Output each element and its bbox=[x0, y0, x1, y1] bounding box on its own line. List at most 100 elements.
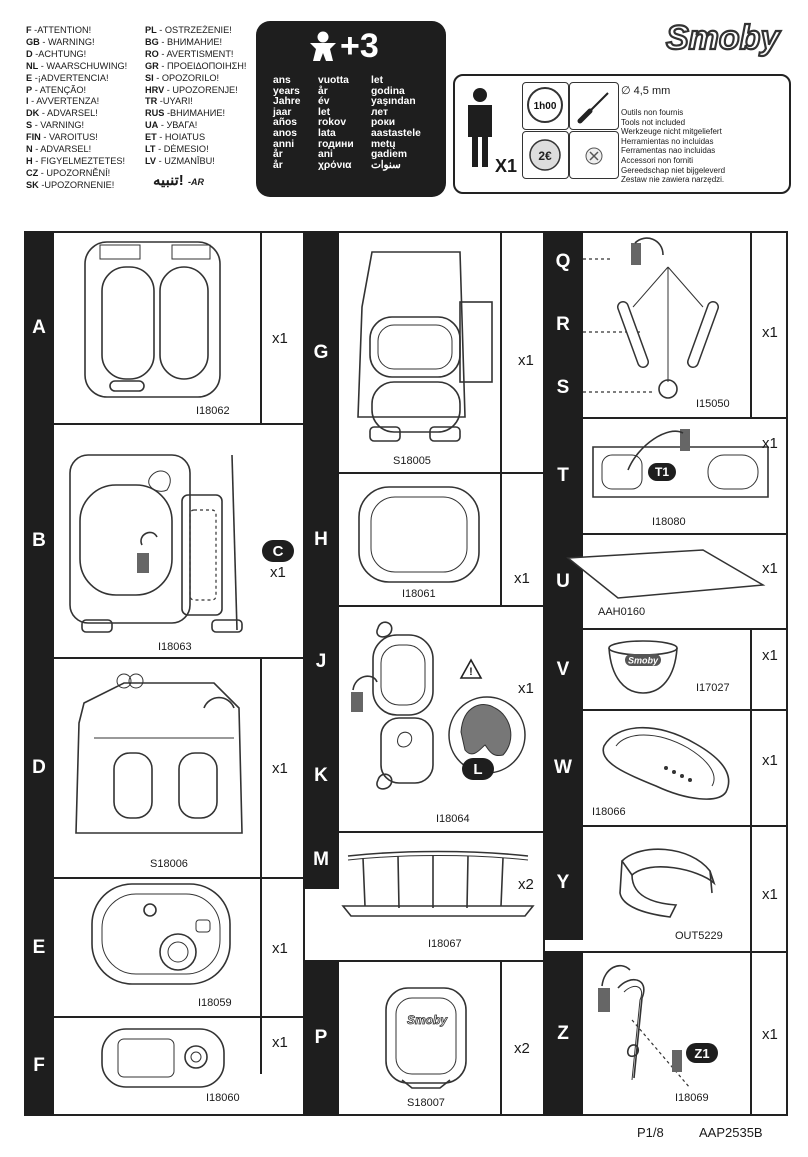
qty-divider-w bbox=[750, 709, 752, 827]
age-word: роки bbox=[371, 117, 396, 129]
qty-divider-p bbox=[500, 960, 502, 1116]
screw-panel bbox=[569, 131, 619, 179]
coin-icon: 2€ bbox=[529, 139, 561, 171]
part-letter-s: S bbox=[556, 376, 570, 398]
warning-list-left: F -ATTENTION!GB - WARNING!D -ACHTUNG!NL … bbox=[26, 25, 127, 192]
part-qty-p: x2 bbox=[514, 1040, 530, 1057]
qty-divider-v bbox=[750, 628, 752, 711]
part-z-drawing bbox=[598, 964, 691, 1089]
warning-code: P bbox=[26, 84, 33, 95]
warning-code: SI bbox=[145, 72, 154, 83]
tools-note: Zestaw nie zawiera narzędzi. bbox=[621, 175, 725, 185]
coin-panel: 2€ bbox=[522, 131, 569, 179]
part-letter-z: Z bbox=[543, 951, 583, 1116]
part-letter-y: Y bbox=[543, 825, 583, 940]
warning-code: D bbox=[26, 48, 33, 59]
part-code-w: I18066 bbox=[592, 806, 626, 818]
qty-divider-h bbox=[500, 472, 502, 607]
part-cell-qrs bbox=[543, 231, 788, 419]
qty-divider-a bbox=[260, 231, 262, 425]
part-qty-w: x1 bbox=[762, 752, 778, 769]
warning-code: FIN bbox=[26, 132, 41, 143]
person-count: X1 bbox=[495, 156, 518, 176]
warning-arabic-text: تنبيه! bbox=[153, 172, 184, 189]
badge-l: L bbox=[462, 758, 494, 780]
part-cell-p bbox=[303, 960, 545, 1116]
warning-item: I - AVVERTENZA! bbox=[26, 96, 127, 108]
part-code-b: I18063 bbox=[158, 641, 192, 653]
part-letter-p: P bbox=[303, 960, 339, 1116]
warning-code: E bbox=[26, 72, 33, 83]
tools-note: Werkzeuge nicht mitgeliefert bbox=[621, 127, 722, 137]
clock-time: 1h00 bbox=[534, 101, 557, 112]
age-word: años bbox=[273, 117, 298, 129]
age-word: år bbox=[273, 149, 283, 161]
age-word: лет bbox=[371, 106, 389, 118]
warning-code: RUS bbox=[145, 108, 165, 119]
warning-code: S bbox=[26, 120, 33, 131]
age-word: ans bbox=[273, 75, 291, 86]
warning-item: P - ATENÇÃO! bbox=[26, 85, 127, 97]
age-word: vuotta bbox=[318, 75, 349, 86]
warning-code: GB bbox=[26, 36, 40, 47]
warning-item: RUS -ВНИМАНИЕ! bbox=[145, 108, 246, 120]
part-letter-j: J bbox=[315, 651, 327, 672]
age-word: anni bbox=[273, 138, 295, 150]
part-letter-f: F bbox=[24, 1016, 54, 1116]
screw-size: ∅ 4,5 mm bbox=[621, 85, 671, 97]
warning-text: -ACHTUNG! bbox=[32, 48, 87, 59]
age-word: χρόνια bbox=[318, 159, 352, 171]
part-qty-qrs: x1 bbox=[762, 324, 778, 341]
age-label: +3 bbox=[340, 27, 379, 65]
warning-code: CZ bbox=[26, 167, 39, 178]
warning-text: - ATENÇÃO! bbox=[32, 84, 87, 95]
warning-list-right: PL - OSTRZEŻENIE!BG - ВНИМАНИЕ!RO - AVER… bbox=[145, 25, 246, 168]
warning-item: RO - AVERTISMENT! bbox=[145, 49, 246, 61]
age-word: سنوات bbox=[371, 159, 401, 171]
part-h-drawing bbox=[358, 486, 480, 583]
part-code-a: I18062 bbox=[196, 405, 230, 417]
child-icon bbox=[310, 31, 336, 61]
warning-text: -¡ADVERTENCIA! bbox=[32, 72, 109, 83]
part-letter-r: R bbox=[556, 313, 570, 335]
warning-code: N bbox=[26, 144, 33, 155]
warning-text: - AVERTISMENT! bbox=[158, 48, 234, 59]
part-a-drawing bbox=[84, 241, 221, 398]
warning-code: ET bbox=[145, 132, 157, 143]
warning-text: - DĖMESIO! bbox=[155, 144, 209, 155]
part-code-y: OUT5229 bbox=[675, 930, 723, 942]
part-m-drawing bbox=[341, 850, 535, 917]
part-letters-jk: J K bbox=[303, 605, 339, 833]
person-icon bbox=[468, 88, 492, 167]
part-cell-g bbox=[303, 231, 545, 474]
warning-text: - ADVARSEL! bbox=[32, 144, 92, 155]
warning-code: GR bbox=[145, 60, 159, 71]
document-reference: AAP2535B bbox=[699, 1125, 763, 1140]
age-word: lata bbox=[318, 127, 336, 139]
warning-text: - WAARSCHUWING! bbox=[38, 60, 128, 71]
warning-item: E -¡ADVERTENCIA! bbox=[26, 73, 127, 85]
part-p-logo: Smoby bbox=[407, 1013, 448, 1027]
qty-divider-g bbox=[500, 231, 502, 474]
part-cell-e bbox=[24, 877, 305, 1018]
part-code-v: I17027 bbox=[696, 682, 730, 694]
screwdriver-panel bbox=[569, 82, 619, 130]
screwdriver-icon bbox=[577, 92, 609, 124]
warning-text: - AVVERTENZA! bbox=[28, 96, 100, 107]
warning-code: HRV bbox=[145, 84, 165, 95]
age-word: ani bbox=[318, 149, 333, 161]
part-t-drawing bbox=[592, 429, 769, 498]
qty-divider-z bbox=[750, 951, 752, 1116]
warning-text: - HOIATUS bbox=[156, 132, 206, 143]
warning-item: LT - DĖMESIO! bbox=[145, 144, 246, 156]
age-word: let bbox=[371, 75, 384, 86]
warning-text: - VARNING! bbox=[32, 120, 85, 131]
part-p-drawing: Smoby bbox=[385, 987, 467, 1089]
part-code-jk: I18064 bbox=[436, 813, 470, 825]
age-word: anos bbox=[273, 127, 298, 139]
part-letter-v: V bbox=[543, 628, 583, 711]
warning-code: LV bbox=[145, 155, 157, 166]
part-qty-d: x1 bbox=[272, 760, 288, 777]
age-word: let bbox=[318, 106, 331, 118]
